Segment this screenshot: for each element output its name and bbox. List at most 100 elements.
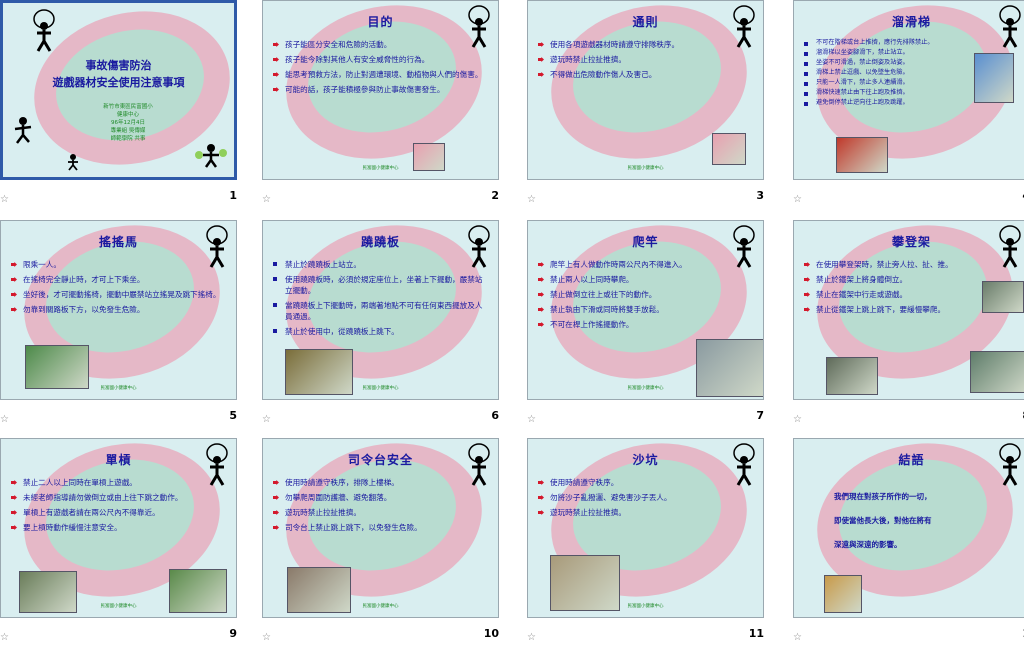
stick-figure-icon [999,225,1021,268]
slide-title: 單槓 [105,453,132,467]
slide-cell-2[interactable]: 目的孩子能區分安全和危險的活動。孩子能今除對其他人有安全威脅性的行為。能思考預救… [262,0,507,216]
slide-photo [287,567,351,613]
conclusion-text: 我們現在對孩子所作的一切，即使當他長大後，對他在將有深遠與深遠的影響。 [834,492,932,549]
star-icon: ☆ [0,414,9,425]
slide-cell-8[interactable]: 攀登架在使用攀登架時，禁止旁人拉、扯、推。禁止於鐵架上將身體倒立。禁止在鐵架中行… [793,220,1024,436]
star-icon: ☆ [527,194,536,205]
slide-title: 搖搖馬 [98,235,138,249]
slide-photo [285,349,353,395]
slide-cell-3[interactable]: 通則使用各項遊戲器材時請遵守排隊秩序。遊玩時禁止拉扯推擠。不得做出危險動作傷人及… [527,0,772,216]
slide-number: 11 [748,627,764,640]
bullet-list: 使用時請遵守秩序。勿將沙子亂撥灑、避免害沙子丟人。遊玩時禁止拉扯推擠。 [538,477,749,522]
star-icon: ☆ [262,194,271,205]
slide-cell-4[interactable]: 溜滑梯不可在階梯或台上推擠，應行先排隊禁止。溜滑梯以坐姿腳滑下，禁止站立。坐姿不… [793,0,1024,216]
bullet-list: 限乘一人。在搖椅完全靜止時，才可上下乘坐。坐好後，才可擺動搖椅，擺動中嚴禁站立搖… [11,259,222,319]
slide-thumbnail-2[interactable]: 目的孩子能區分安全和危險的活動。孩子能今除對其他人有安全威脅性的行為。能思考預救… [262,0,499,180]
bullet-list: 不可在階梯或台上推擠，應行先排隊禁止。溜滑梯以坐姿腳滑下，禁止站立。坐姿不可滑過… [804,39,1015,109]
bullet-item: 溜滑梯以坐姿腳滑下，禁止站立。 [804,49,1015,57]
slide-footer: 民富國小健康中心 [627,386,664,391]
slide-cell-6[interactable]: 蹺蹺板禁止於蹺蹺板上站立。使用蹺蹺板時，必須於規定座位上，坐著上下擺動，嚴禁站立… [262,220,507,436]
bullet-item: 不可在階梯或台上推擠，應行先排隊禁止。 [804,39,1015,47]
slide-cell-9[interactable]: 單槓禁止二人以上同時在單槓上遊戲。未經老師指導請勿做倒立或由上往下跳之動作。單槓… [0,438,245,654]
bullet-item: 禁止在鐵架中行走或遊戲。 [804,289,1015,300]
bullet-item: 可能的話，孩子能積極參與防止事故傷害發生。 [273,84,484,95]
slide-photo [550,555,620,611]
slide-thumbnail-5[interactable]: 搖搖馬限乘一人。在搖椅完全靜止時，才可上下乘坐。坐好後，才可擺動搖椅，擺動中嚴禁… [0,220,237,400]
slide-footer: 民富國小健康中心 [100,604,137,609]
stick-figure-icon [468,5,490,48]
slide-thumbnail-7[interactable]: 爬竿爬竿上有人做動作時兩公尺內不得進入。禁止兩人以上同時攀爬。禁止做倒立往上或往… [527,220,764,400]
slide-thumbnail-6[interactable]: 蹺蹺板禁止於蹺蹺板上站立。使用蹺蹺板時，必須於規定座位上，坐著上下擺動，嚴禁站立… [262,220,499,400]
slide-footer: 民富國小健康中心 [362,604,399,609]
slide-thumbnail-11[interactable]: 沙坑使用時請遵守秩序。勿將沙子亂撥灑、避免害沙子丟人。遊玩時禁止拉扯推擠。民富國… [527,438,764,618]
bullet-item: 遊玩時禁止拉扯推擠。 [538,507,749,518]
stick-figure-icon [33,9,55,52]
slide-title: 事故傷害防治遊戲器材安全使用注意事項 [52,59,185,89]
slide-cell-10[interactable]: 司令台安全使用時請遵守秩序，排隊上樓梯。勿攀爬周圍防護牆、避免翻落。遊玩時禁止拉… [262,438,507,654]
stick-figure-icon [195,144,227,168]
bullet-item: 爬竿上有人做動作時兩公尺內不得進入。 [538,259,749,270]
bullet-item: 禁止二人以上同時在單槓上遊戲。 [11,477,222,488]
slide-photo [169,569,227,613]
slide-thumbnail-8[interactable]: 攀登架在使用攀登架時，禁止旁人拉、扯、推。禁止於鐵架上將身體倒立。禁止在鐵架中行… [793,220,1024,400]
slide-photo [19,571,77,613]
stick-figure-icon [206,443,228,486]
slide-footer: 民富國小健康中心 [362,386,399,391]
bullet-item: 禁止於鐵架上將身體倒立。 [804,274,1015,285]
slide-title: 爬竿 [632,235,659,249]
slide-cell-7[interactable]: 爬竿爬竿上有人做動作時兩公尺內不得進入。禁止兩人以上同時攀爬。禁止做倒立往上或往… [527,220,772,436]
stick-figure-icon [206,225,228,268]
bullet-item: 使用蹺蹺板時，必須於規定座位上，坐著上下擺動，嚴禁站立擺動。 [273,274,484,296]
slide-number: 9 [229,627,237,640]
bullet-item: 當蹺蹺板上下擺動時，兩端著地點不可有任何東西擺放及人員通過。 [273,300,484,322]
slide-cell-11[interactable]: 沙坑使用時請遵守秩序。勿將沙子亂撥灑、避免害沙子丟人。遊玩時禁止拉扯推擠。民富國… [527,438,772,654]
bullet-item: 坐好後，才可擺動搖椅，擺動中嚴禁站立搖晃及跳下搖椅。 [11,289,222,300]
slide-photo [413,143,445,171]
slide-number: 3 [756,189,764,202]
slide-number: 5 [229,409,237,422]
slide-number: 8 [1022,409,1024,422]
slide-photo [970,351,1024,393]
slide-number: 1 [229,189,237,202]
stick-figure-icon [733,5,755,48]
bullet-item: 禁止做倒立往上或往下的動作。 [538,289,749,300]
star-icon: ☆ [793,632,802,643]
slide-number: 6 [491,409,499,422]
stick-figure-icon [468,225,490,268]
star-icon: ☆ [527,414,536,425]
star-icon: ☆ [262,414,271,425]
bullet-item: 禁止從鐵架上跳上跳下，要緩慢攀爬。 [804,304,1015,315]
bullet-item: 能思考預救方法，防止對週遭環境、動植物與人們的傷害。 [273,69,484,80]
bullet-item: 限乘一人。 [11,259,222,270]
slide-cell-5[interactable]: 搖搖馬限乘一人。在搖椅完全靜止時，才可上下乘坐。坐好後，才可擺動搖椅，擺動中嚴禁… [0,220,245,436]
star-icon: ☆ [262,632,271,643]
bullet-list: 禁止二人以上同時在單槓上遊戲。未經老師指導請勿做倒立或由上往下跳之動作。單槓上有… [11,477,222,537]
bullet-item: 禁止於蹺蹺板上站立。 [273,259,484,270]
slide-thumbnail-3[interactable]: 通則使用各項遊戲器材時請遵守排隊秩序。遊玩時禁止拉扯推擠。不得做出危險動作傷人及… [527,0,764,180]
slide-thumbnail-12[interactable]: 結語我們現在對孩子所作的一切，即使當他長大後，對他在將有深遠與深遠的影響。 [793,438,1024,618]
slide-title: 結語 [898,453,925,467]
bullet-list: 爬竿上有人做動作時兩公尺內不得進入。禁止兩人以上同時攀爬。禁止做倒立往上或往下的… [538,259,749,334]
stick-figure-icon [999,5,1021,48]
slide-thumbnail-10[interactable]: 司令台安全使用時請遵守秩序，排隊上樓梯。勿攀爬周圍防護牆、避免翻落。遊玩時禁止拉… [262,438,499,618]
slide-thumbnail-4[interactable]: 溜滑梯不可在階梯或台上推擠，應行先排隊禁止。溜滑梯以坐姿腳滑下，禁止站立。坐姿不… [793,0,1024,180]
slide-number: 1 [1022,627,1024,640]
bullet-list: 孩子能區分安全和危險的活動。孩子能今除對其他人有安全威脅性的行為。能思考預救方法… [273,39,484,99]
slide-photo [696,339,763,397]
bullet-item: 勿靠到關路板下方，以免發生危險。 [11,304,222,315]
slide-photo [982,281,1024,313]
bullet-item: 避免倒停禁止逆向往上跑及跳躍。 [804,99,1015,107]
slide-thumbnail-9[interactable]: 單槓禁止二人以上同時在單槓上遊戲。未經老師指導請勿做倒立或由上往下跳之動作。單槓… [0,438,237,618]
stick-figure-icon [14,117,32,144]
stick-figure-icon [733,443,755,486]
slide-title: 攀登架 [891,235,931,249]
bullet-item: 禁止於使用中，從蹺蹺板上跳下。 [273,326,484,337]
bullet-item: 勿攀爬周圍防護牆、避免翻落。 [273,492,484,503]
star-icon: ☆ [527,632,536,643]
slide-photo [826,357,878,395]
stick-figure-icon [733,225,755,268]
